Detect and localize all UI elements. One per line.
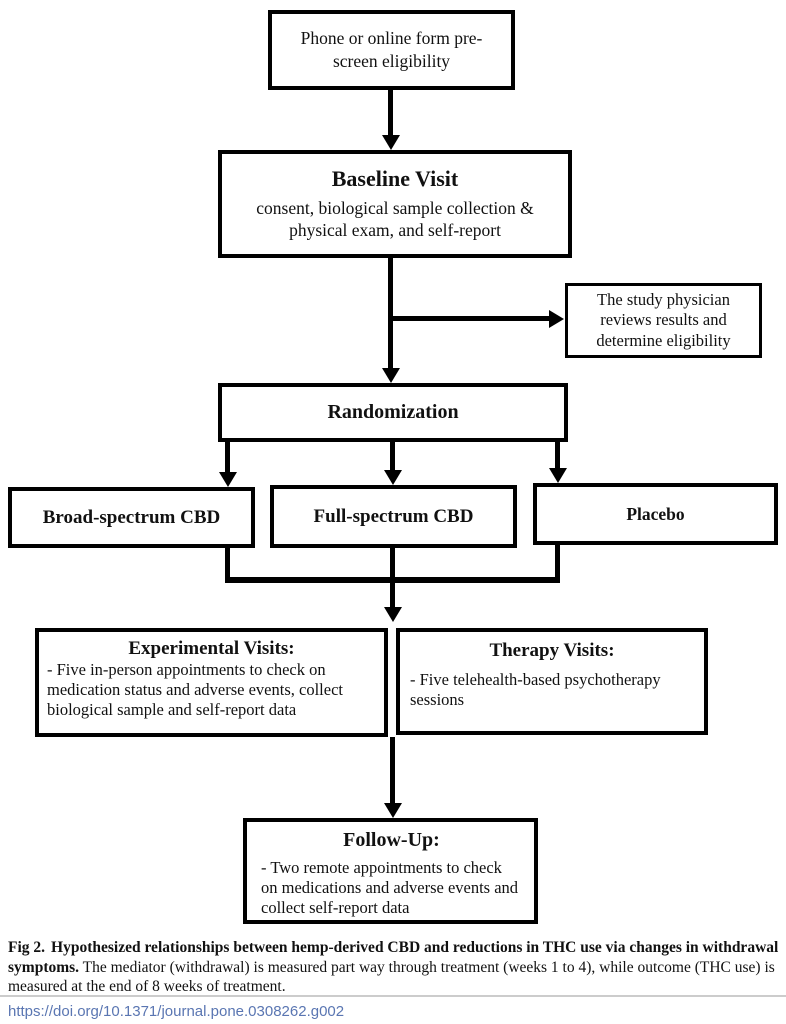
connector-baseline-to-randomization <box>388 258 393 369</box>
arrowhead-down-icon <box>549 468 567 483</box>
figure-caption-bold-text: Hypothesized relationships between hemp-… <box>8 939 779 976</box>
connector-randomization-to-placebo <box>555 442 560 469</box>
arrowhead-right-icon <box>549 310 564 328</box>
arm-placebo-label: Placebo <box>626 503 685 524</box>
arrowhead-down-icon <box>384 470 402 485</box>
node-physician-review: The study physician reviews results and … <box>565 283 762 358</box>
figure-caption-label: Fig 2. <box>8 939 46 956</box>
node-prescreen: Phone or online form pre-screen eligibil… <box>268 10 515 90</box>
node-arm-placebo: Placebo <box>533 483 778 545</box>
baseline-body: consent, biological sample collection & … <box>256 198 534 240</box>
physician-review-text: The study physician reviews results and … <box>596 289 731 350</box>
node-follow-up: Follow-Up: - Two remote appointments to … <box>243 818 538 924</box>
experimental-visits-body: - Five in-person appointments to check o… <box>47 660 343 720</box>
baseline-title: Baseline Visit <box>331 166 459 192</box>
doi-link[interactable]: https://doi.org/10.1371/journal.pone.030… <box>8 1003 345 1020</box>
figure-caption-body-text: The mediator (withdrawal) is measured pa… <box>8 958 775 996</box>
randomization-title: Randomization <box>327 401 459 423</box>
connector-broad-to-bus <box>225 548 230 583</box>
follow-up-title: Follow-Up: <box>343 829 440 851</box>
connector-randomization-to-full <box>390 442 395 471</box>
connector-randomization-to-broad <box>225 442 230 473</box>
experimental-visits-title: Experimental Visits: <box>128 638 295 659</box>
node-randomization: Randomization <box>218 383 568 442</box>
arm-broad-label: Broad-spectrum CBD <box>42 506 221 528</box>
therapy-visits-body: - Five telehealth-based psychotherapy se… <box>410 670 661 710</box>
figure-caption: Fig 2.Hypothesized relationships between… <box>8 938 780 997</box>
node-baseline-visit: Baseline Visit consent, biological sampl… <box>218 150 572 258</box>
connector-placebo-to-bus <box>555 545 560 583</box>
arrowhead-down-icon <box>382 135 400 150</box>
connector-prescreen-to-baseline <box>388 90 393 136</box>
caption-divider <box>0 995 786 997</box>
node-arm-full-spectrum-cbd: Full-spectrum CBD <box>270 485 517 548</box>
connector-bus-to-visits <box>390 548 395 608</box>
therapy-visits-title: Therapy Visits: <box>489 640 615 661</box>
prescreen-text: Phone or online form pre-screen eligibil… <box>300 28 483 71</box>
node-experimental-visits: Experimental Visits: - Five in-person ap… <box>35 628 388 737</box>
follow-up-body: - Two remote appointments to check on me… <box>261 858 519 918</box>
connector-branch-to-physician <box>390 316 550 321</box>
node-arm-broad-spectrum-cbd: Broad-spectrum CBD <box>8 487 255 548</box>
arrowhead-down-icon <box>384 803 402 818</box>
arrowhead-down-icon <box>384 607 402 622</box>
arm-full-label: Full-spectrum CBD <box>313 505 474 527</box>
arrowhead-down-icon <box>382 368 400 383</box>
arrowhead-down-icon <box>219 472 237 487</box>
connector-visits-to-followup <box>390 737 395 803</box>
node-therapy-visits: Therapy Visits: - Five telehealth-based … <box>396 628 708 735</box>
